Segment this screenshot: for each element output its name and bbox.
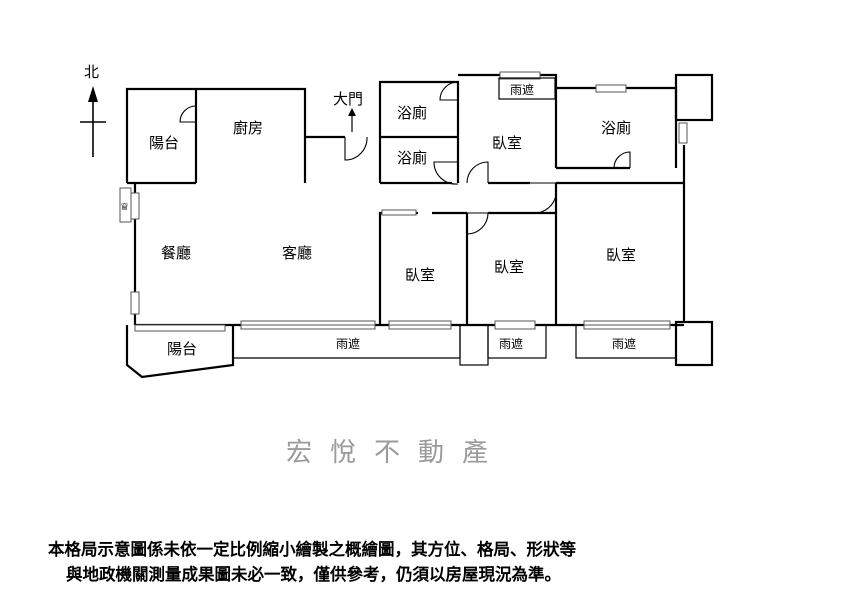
entrance-arrow-icon [348, 108, 356, 132]
balcony-bottom-label: 陽台 [167, 340, 197, 358]
dining-label: 餐廳 [161, 244, 191, 262]
side-window-box [119, 187, 132, 223]
bath-lower-label: 浴廁 [397, 149, 427, 167]
entrance-label: 大門 [333, 90, 363, 108]
awning-bottom3-label: 雨遮 [612, 336, 636, 351]
living-label: 客廳 [282, 244, 312, 262]
doors [179, 81, 631, 235]
bedroom-right-label: 臥室 [606, 246, 636, 264]
side-window-label: 窗 [121, 202, 128, 211]
disclaimer-line2: 與地政機關測量成果圖未必一致，僅供參考，仍須以房屋現況為準。 [66, 564, 561, 584]
disclaimer-line1: 本格局示意圖係未依一定比例縮小繪製之概繪圖，其方位、格局、形狀等 [48, 539, 577, 559]
bath-right-label: 浴廁 [601, 119, 631, 137]
awning-bottom1-label: 雨遮 [336, 336, 360, 351]
windows [130, 71, 688, 332]
balcony-top-label: 陽台 [149, 134, 179, 152]
kitchen-label: 廚房 [233, 119, 263, 137]
bedroom-mid2-label: 臥室 [494, 258, 524, 276]
awning-bottom2-label: 雨遮 [499, 336, 523, 351]
brand-name: 宏悅不動產 [286, 438, 506, 468]
bedroom-top-label: 臥室 [492, 134, 522, 152]
bedroom-mid1-label: 臥室 [405, 266, 435, 284]
north-label: 北 [84, 63, 99, 81]
bath-upper-label: 浴廁 [397, 104, 427, 122]
walls [125, 73, 714, 379]
awning-top-box [498, 77, 556, 100]
awning-top-label: 雨遮 [510, 82, 534, 97]
north-arrow-icon [80, 86, 106, 157]
